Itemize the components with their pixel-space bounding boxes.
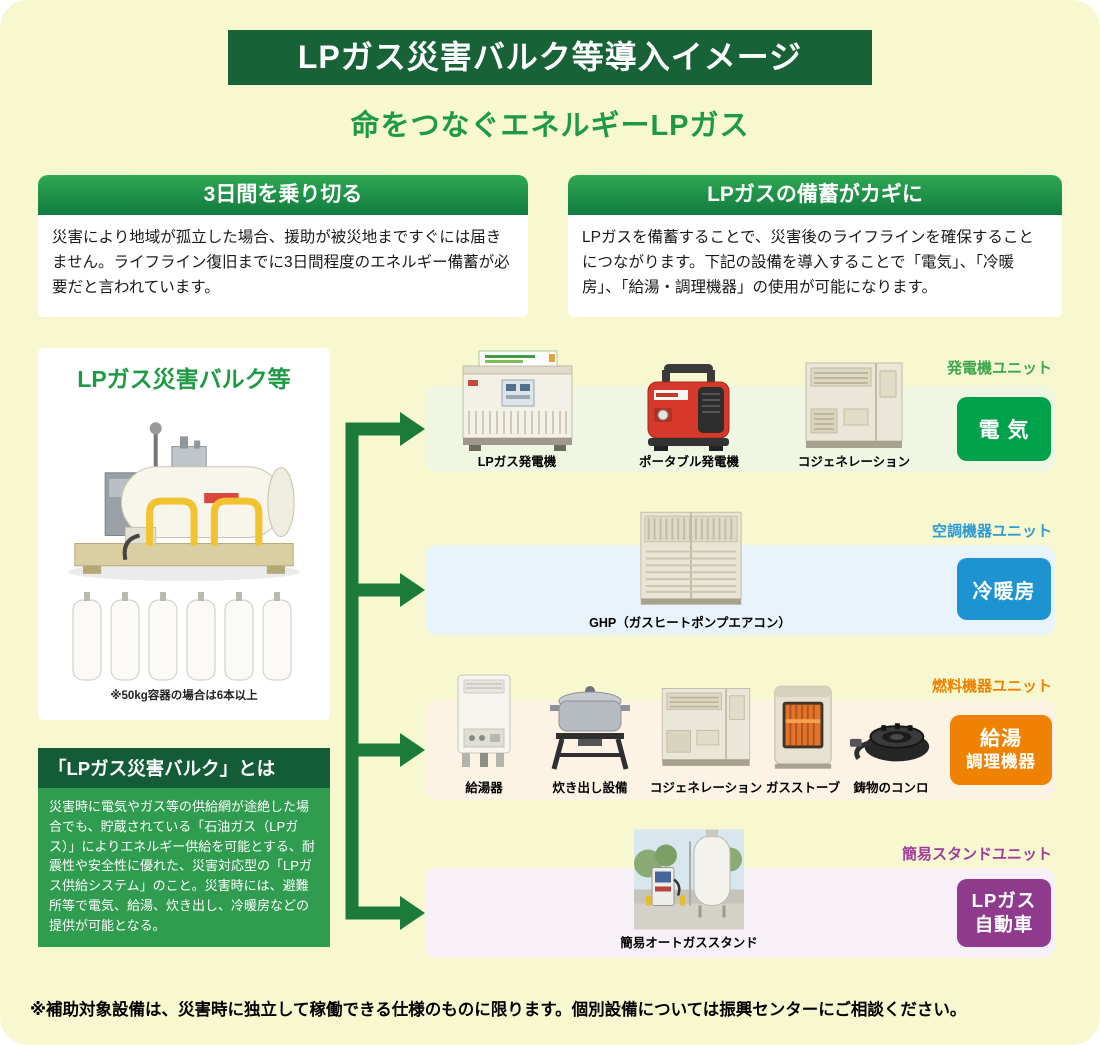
badge-text: LPガス [971, 889, 1037, 911]
lp-gas-bulk-tank-image [67, 422, 301, 581]
badge-text: 給湯 [980, 728, 1022, 751]
info-box-lpgas-stockpile: LPガスの備蓄がカギに LPガスを備蓄することで、災害後のライフラインを確保する… [568, 175, 1062, 317]
ghp-image [640, 511, 742, 605]
equipment-caption: 炊き出し設備 [552, 781, 628, 795]
equipment-caption: ポータブル発電機 [638, 455, 740, 469]
badge-aircon: 冷暖房 [957, 558, 1051, 620]
portable-generator-image [647, 364, 730, 451]
gas-stove-image [774, 685, 832, 769]
lp-gas-generator-image [462, 350, 573, 451]
badge-text: 電 気 [978, 419, 1030, 442]
info-box-title: 3日間を乗り切る [38, 175, 528, 215]
title-banner: LPガス災害バルク等導入イメージ [228, 30, 872, 85]
unit-label-generator: 発電機ユニット [946, 360, 1052, 377]
equipment-caption: GHP（ガスヒートポンプエアコン） [589, 616, 791, 630]
info-box-body: 災害により地域が孤立した場合、援助が被災地まですぐには届きません。ライフライン復… [38, 215, 528, 317]
info-box-survive-3days: 3日間を乗り切る 災害により地域が孤立した場合、援助が被災地まですぐには届きませ… [38, 175, 528, 317]
footer-note: ※補助対象設備は、災害時に独立して稼働できる仕様のものに限ります。個別設備につい… [30, 1001, 967, 1019]
flow-arrows [345, 412, 425, 930]
cooking-equipment-image [550, 686, 630, 770]
water-heater-image [457, 674, 511, 767]
bulk-panel-title: LPガス災害バルク等 [77, 366, 291, 392]
info-box-body: LPガスを備蓄することで、災害後のライフラインを確保することにつながります。下記… [568, 215, 1062, 317]
gas-cylinders-image [72, 592, 292, 681]
headline: 命をつなぐエネルギーLPガス [350, 110, 750, 142]
equipment-caption: ガスストーブ [765, 781, 841, 795]
cogeneration-image [805, 362, 903, 448]
about-panel-body: 災害時に電気やガス等の供給網が途絶した場合でも、貯蔵されている「石油ガス（LPガ… [38, 788, 330, 948]
about-panel-title: 「LPガス災害バルク」とは [38, 748, 330, 788]
gas-stand-image [634, 829, 744, 930]
cast-iron-burner-image [849, 723, 930, 762]
unit-label-fuel: 燃料機器ユニット [931, 678, 1052, 695]
about-panel: 「LPガス災害バルク」とは 災害時に電気やガス等の供給網が途絶した場合でも、貯蔵… [38, 748, 330, 948]
equipment-caption: コジェネレーション [797, 455, 911, 469]
badge-electricity: 電 気 [957, 397, 1051, 461]
equipment-caption: LPガス発電機 [477, 455, 557, 469]
badge-lpg-vehicle: LPガス 自動車 [957, 879, 1051, 947]
cogeneration-image [661, 688, 751, 766]
equipment-caption: コジェネレーション [649, 781, 763, 795]
cylinders-note: ※50kg容器の場合は6本以上 [110, 690, 258, 702]
equipment-caption: 簡易オートガススタンド [620, 936, 758, 950]
bulk-panel: LPガス災害バルク等 [38, 348, 330, 720]
info-box-title: LPガスの備蓄がカギに [568, 175, 1062, 215]
badge-text: 自動車 [974, 914, 1034, 935]
equipment-caption: 鋳物のコンロ [853, 781, 929, 795]
badge-text: 調理機器 [966, 753, 1036, 772]
unit-label-aircon: 空調機器ユニット [931, 523, 1052, 540]
badge-hot-water-cooking: 給湯 調理機器 [950, 715, 1052, 785]
equipment-caption: 給湯器 [465, 781, 503, 795]
unit-label-stand: 簡易スタンドユニット [901, 846, 1052, 863]
badge-text: 冷暖房 [972, 580, 1036, 603]
